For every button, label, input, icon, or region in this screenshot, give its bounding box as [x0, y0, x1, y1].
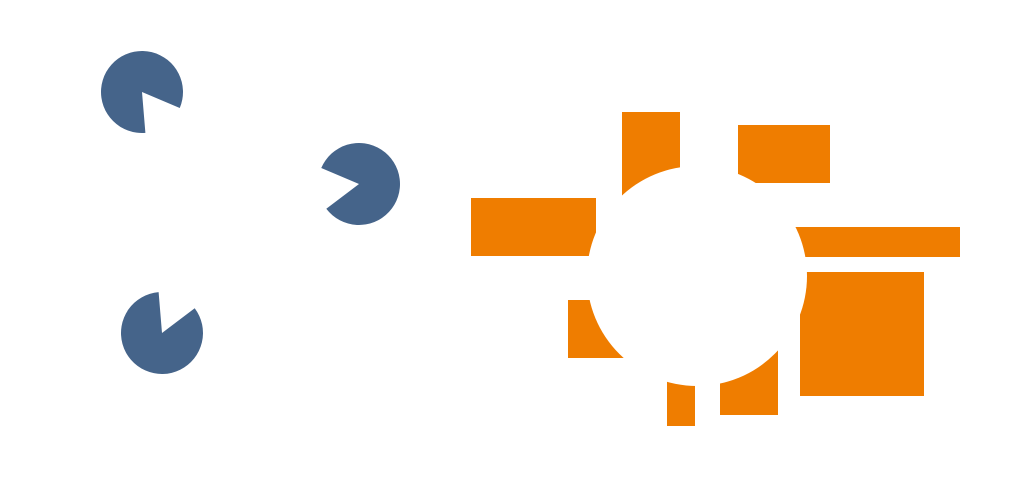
pacman-inducer-top: [101, 51, 184, 134]
illusory-circle-figure: [471, 112, 960, 426]
orange-rect-top-right: [738, 125, 830, 183]
orange-rect-bottom-right: [800, 272, 924, 396]
kanizsa-triangle: [101, 51, 401, 374]
orange-rect-right-bar: [780, 227, 960, 257]
pacman-inducer-bottom: [120, 292, 203, 374]
orange-rect-left: [471, 198, 596, 256]
pacman-inducer-right: [321, 142, 401, 225]
illusory-circle-occluder: [587, 166, 807, 386]
